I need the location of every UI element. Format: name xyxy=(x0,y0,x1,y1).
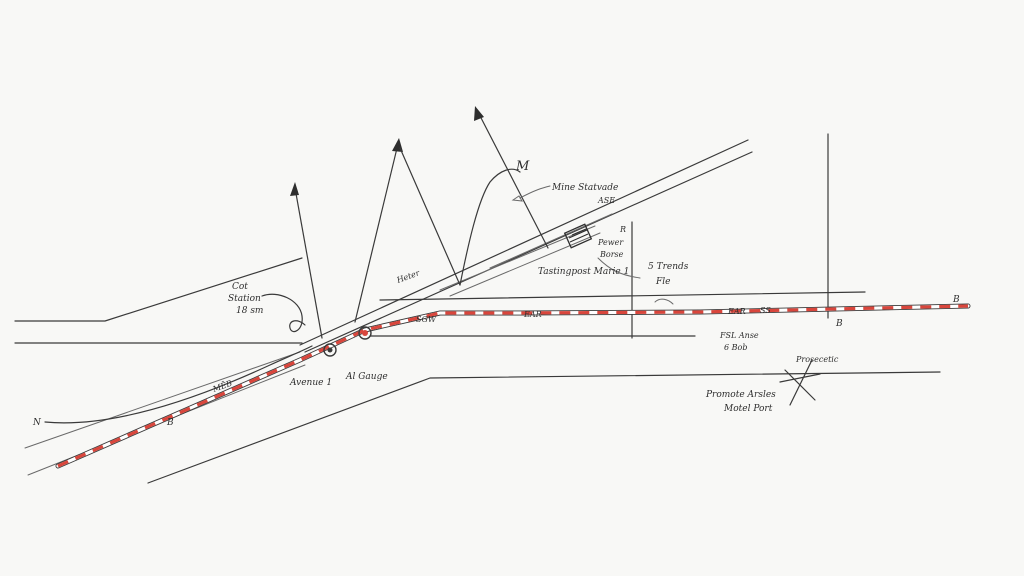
connectors xyxy=(44,168,674,424)
label-fle: Fle xyxy=(655,277,670,287)
heter-connector xyxy=(459,168,521,286)
fle-connector xyxy=(654,298,674,305)
label-ss: SS xyxy=(760,306,771,315)
arrow-1-head xyxy=(290,182,299,196)
mine-station-connector xyxy=(519,185,551,199)
lower-road xyxy=(147,371,941,484)
red-route xyxy=(55,303,971,469)
pewer-connector xyxy=(597,257,641,279)
arrow-3-shaft xyxy=(399,147,461,286)
n-connector xyxy=(44,345,313,424)
label-b-left: B xyxy=(166,418,174,428)
label-ear-mid: EAR xyxy=(523,310,542,319)
label-cot-station: Station xyxy=(228,294,261,304)
label-avenue: Avenue 1 xyxy=(289,378,332,388)
arrow-4-shaft xyxy=(477,111,549,249)
station-marker-2-dot xyxy=(362,330,368,336)
inner-track-lines xyxy=(439,213,613,297)
label-cot: Cot xyxy=(232,282,248,292)
arrow-2-shaft xyxy=(354,143,399,323)
label-al-gauge: Al Gauge xyxy=(345,372,388,382)
label-mine-station: Mine Statvade xyxy=(551,183,618,193)
label-motel-port: Motel Port xyxy=(723,404,773,414)
label-borse: Borse xyxy=(599,250,624,259)
labels: Cot Station 18 sm N B MĒB Avenue 1 Al Ga… xyxy=(32,159,960,428)
label-cot-distance: 18 sm xyxy=(236,306,263,316)
label-r-mark: R xyxy=(619,225,626,234)
label-b-right-top: B xyxy=(952,295,960,305)
label-fsl-anse: FSL Anse xyxy=(719,331,759,340)
label-promote-arsles: Promote Arsles xyxy=(705,390,776,400)
station-building-marker xyxy=(563,223,593,249)
label-tastingpost-marie: Tastingpost Marie 1 xyxy=(538,267,629,277)
cross-mark xyxy=(779,359,821,406)
diagonal-track-upper xyxy=(299,139,749,346)
label-m-top: M xyxy=(515,159,530,174)
station-marker-1-dot xyxy=(327,347,333,353)
arrow-1-shaft xyxy=(294,187,323,339)
arrow-4-head xyxy=(474,106,484,121)
station-marker-1 xyxy=(323,343,337,357)
label-ear-right: EAR xyxy=(727,307,746,316)
label-six-bob: 6 Bob xyxy=(724,343,747,352)
diagonal-track-lower xyxy=(304,151,753,353)
markers xyxy=(323,195,821,406)
label-n-left: N xyxy=(32,418,42,428)
label-five-trends: 5 Trends xyxy=(648,262,689,272)
mid-road-upper xyxy=(379,291,866,301)
road-left-upper xyxy=(14,257,303,322)
station-marker-2 xyxy=(358,326,372,340)
inner-track-3 xyxy=(489,213,613,269)
arrows xyxy=(290,106,549,339)
inner-track-2 xyxy=(449,232,601,297)
red-route-dashes xyxy=(57,304,969,468)
label-prosecetic: Prosecetic xyxy=(795,355,839,364)
mine-marker xyxy=(511,195,523,202)
label-b-right-lower: B xyxy=(835,319,843,329)
cot-connector xyxy=(261,293,306,333)
label-pewer: Pewer xyxy=(597,238,624,247)
diagonal-track-lower-2 xyxy=(24,351,301,449)
station-building-hatching xyxy=(568,228,589,243)
label-sgw: SGW xyxy=(416,315,437,324)
inner-track-1 xyxy=(439,225,596,291)
label-ase: ASE xyxy=(597,196,615,205)
